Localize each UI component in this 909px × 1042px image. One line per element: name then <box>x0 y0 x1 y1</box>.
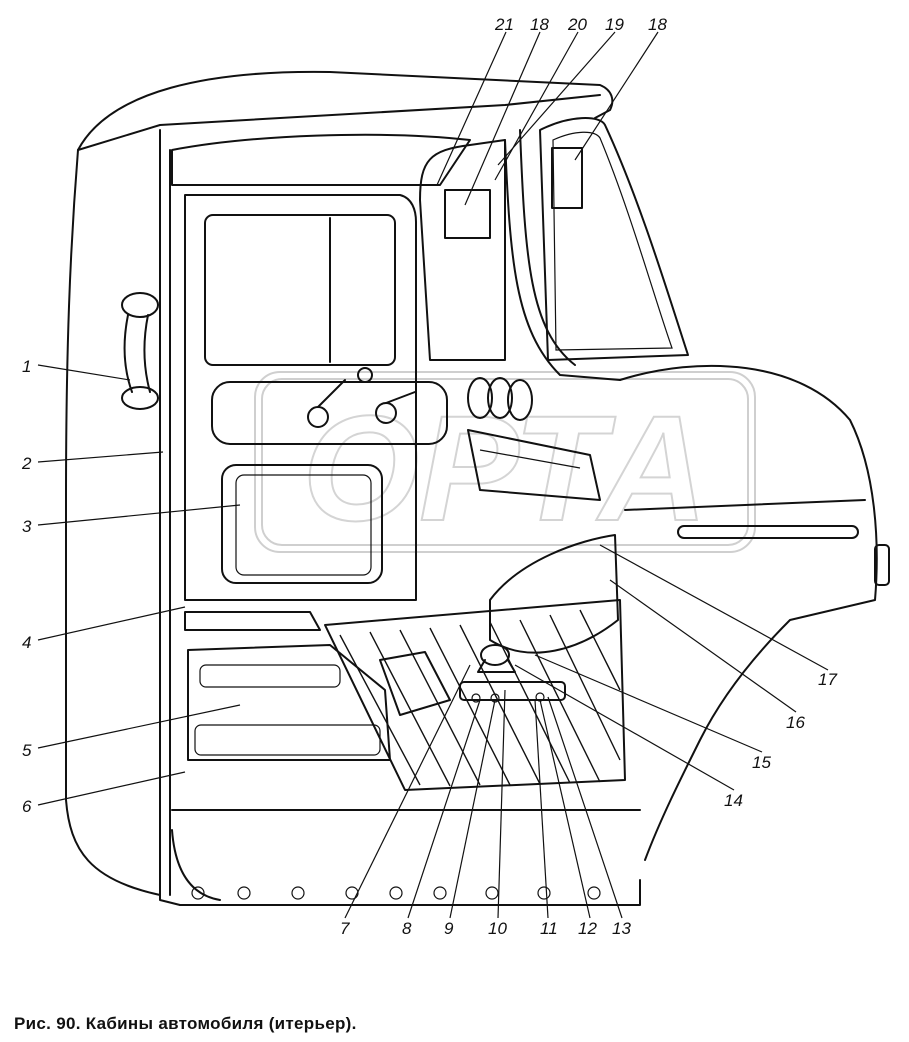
callout-6: 6 <box>22 797 32 816</box>
callout-3: 3 <box>22 517 32 536</box>
callout-7: 7 <box>340 919 350 938</box>
rear-window <box>204 214 396 366</box>
sun-visor-left <box>444 189 491 239</box>
callout-2: 2 <box>21 454 32 473</box>
callout-12: 12 <box>578 919 597 938</box>
callout-17: 17 <box>818 670 837 689</box>
floor <box>324 534 626 791</box>
callout-9: 9 <box>444 919 454 938</box>
leader-lines <box>37 31 829 919</box>
callout-8: 8 <box>402 919 412 938</box>
callout-18-top-left: 18 <box>530 15 549 34</box>
callout-13: 13 <box>612 919 631 938</box>
callout-10: 10 <box>488 919 507 938</box>
windshield <box>419 117 689 381</box>
callout-19-top: 19 <box>605 15 624 34</box>
callout-21-top: 21 <box>494 15 514 34</box>
tool-compartment <box>221 464 383 584</box>
rear-wall <box>171 133 471 601</box>
callout-15: 15 <box>752 753 771 772</box>
callout-18-top-right: 18 <box>648 15 667 34</box>
callout-14: 14 <box>724 791 743 810</box>
figure-caption: Рис. 90. Кабины автомобиля (итерьер). <box>14 1014 357 1033</box>
dashboard <box>467 377 601 501</box>
callout-11: 11 <box>540 919 558 938</box>
watermark: ОРТА <box>254 371 756 553</box>
callout-5: 5 <box>22 741 32 760</box>
callout-1: 1 <box>22 357 31 376</box>
callout-16: 16 <box>786 713 805 732</box>
callout-labels: 1 2 3 4 5 6 7 8 9 10 11 12 13 14 15 16 1… <box>21 15 837 938</box>
sun-visor-right <box>551 147 583 209</box>
sill-rivets <box>191 886 601 900</box>
door-handle <box>121 292 159 410</box>
seat <box>184 611 451 761</box>
watermark-text: ОРТА <box>302 384 707 552</box>
front-fender <box>619 364 890 861</box>
callout-4: 4 <box>22 633 31 652</box>
gear-lever <box>459 644 566 703</box>
cab-shell <box>65 70 641 906</box>
callout-20-top: 20 <box>567 15 587 34</box>
control-panel <box>211 381 448 445</box>
